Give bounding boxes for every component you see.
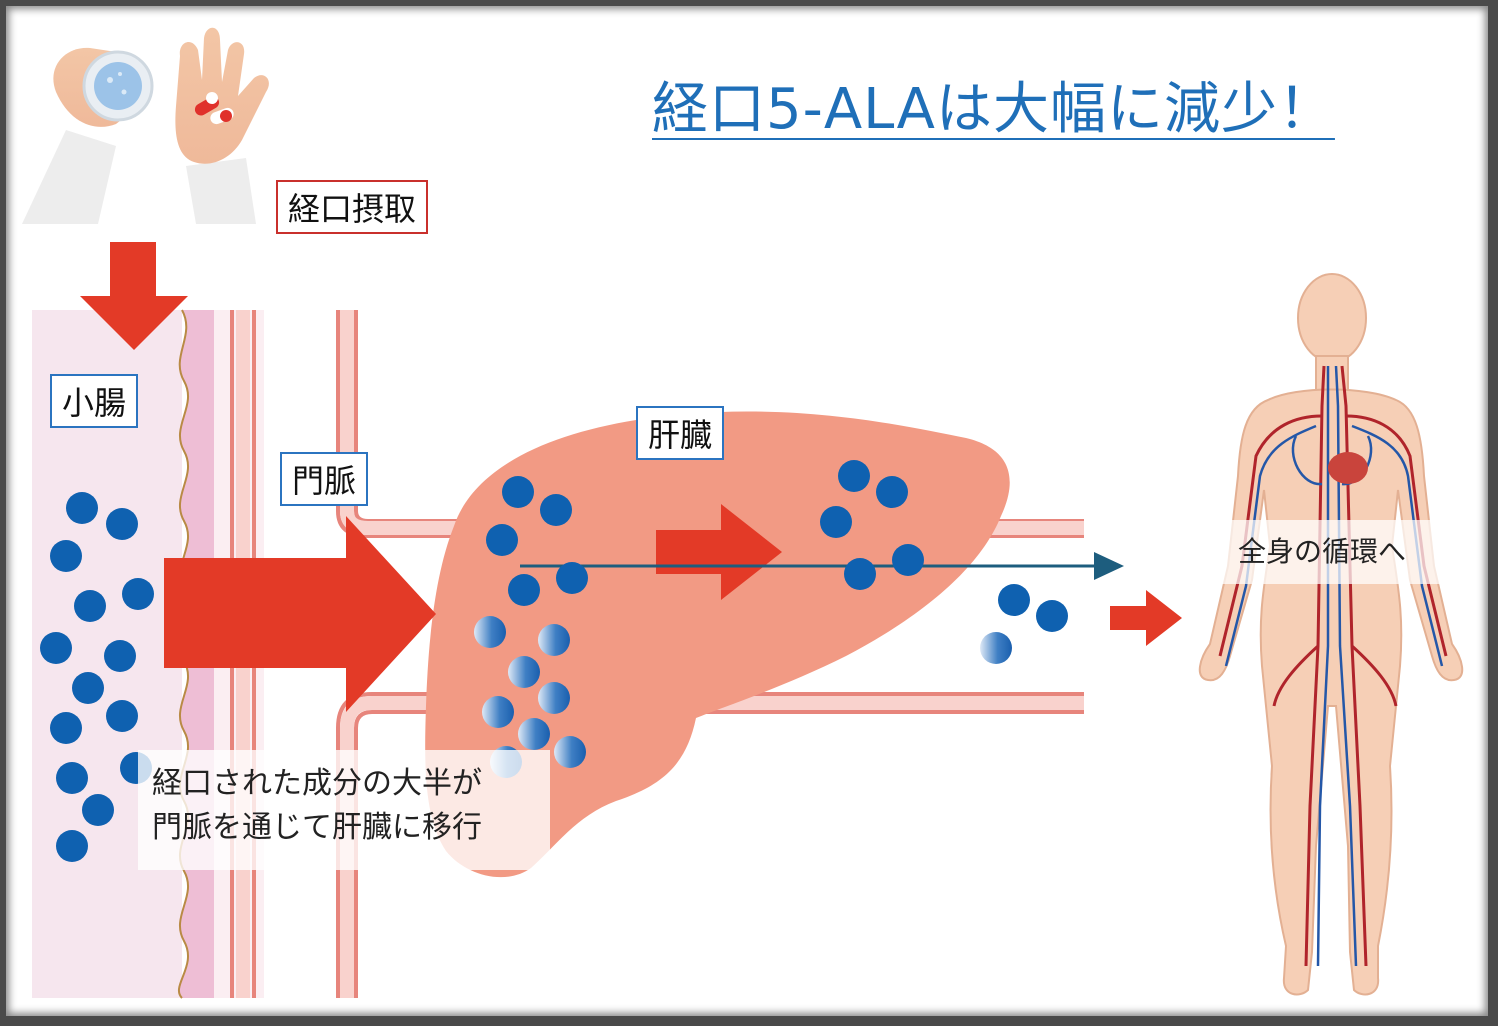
page-title: 経口5-ALAは大幅に減少！	[652, 77, 1335, 142]
liver-transit-arrow	[656, 504, 782, 600]
ala-molecules	[40, 460, 1378, 862]
metabolized-molecules	[474, 616, 1012, 778]
systemic-circulation-label: 全身の循環へ	[1202, 520, 1442, 584]
liver-label: 肝臓	[636, 406, 725, 460]
diagram-canvas: 経口5-ALAは大幅に減少！ 経口摂取 小腸 門脈 肝臓 経口された成分の大半が…	[6, 6, 1488, 1016]
small-intestine-label: 小腸	[50, 374, 139, 428]
diagram-illustration	[22, 27, 1464, 999]
hand-with-capsules-icon	[175, 27, 269, 224]
caption-line-2: 門脈を通じて肝臓に移行	[152, 810, 482, 845]
portal-vein-label: 門脈	[280, 452, 369, 506]
oral-intake-label: 経口摂取	[276, 180, 429, 234]
human-circulatory-system-icon	[1198, 273, 1464, 996]
caption-line-1: 経口された成分の大半が	[152, 766, 482, 801]
hand-with-water-cup-icon	[22, 47, 154, 224]
caption-box: 経口された成分の大半が 門脈を通じて肝臓に移行	[138, 750, 550, 870]
intake-down-arrow	[80, 242, 188, 350]
bypass-line-arrow	[520, 552, 1124, 580]
absorption-arrow	[164, 516, 436, 712]
systemic-red-arrow	[1110, 590, 1182, 646]
